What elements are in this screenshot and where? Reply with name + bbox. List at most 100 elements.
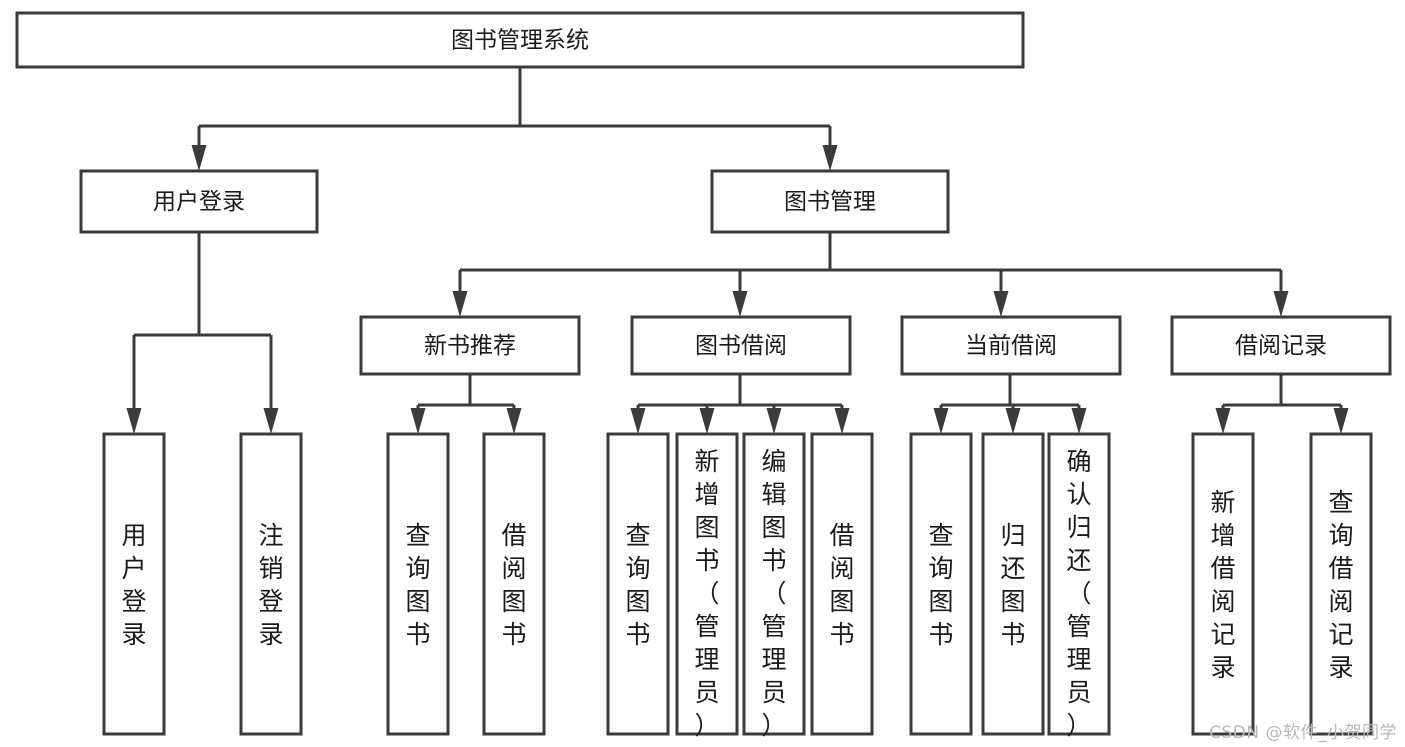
group-1-drop-1-arrowhead: [699, 408, 715, 434]
root-node-0[interactable]: 图书管理系统: [15, 11, 1025, 69]
level2-node-1[interactable]: 图书管理: [710, 169, 950, 234]
level3-node-box[interactable]: [630, 315, 852, 376]
leaf-node-label-char: 归: [1066, 513, 1091, 542]
leaf-node-label-char: 管: [761, 612, 786, 641]
level2-node-label: 用户登录: [153, 189, 245, 215]
level3-node-2[interactable]: 当前借阅: [900, 315, 1122, 376]
leaf-node-box[interactable]: [1047, 432, 1111, 736]
leaf-node-box[interactable]: [810, 432, 874, 736]
leaf-node-label-char: 录: [1328, 653, 1353, 682]
leaf-node-4[interactable]: 查询图书查询图书: [606, 432, 670, 736]
leaf-node-box[interactable]: [1309, 432, 1373, 736]
leaf-node-label-char: 阅: [1328, 587, 1353, 616]
leaf-node-box[interactable]: [909, 432, 973, 736]
leaf-node-box[interactable]: [1191, 432, 1255, 736]
books-drop-1-arrowhead: [732, 291, 748, 317]
level3-node-box[interactable]: [1170, 315, 1392, 376]
books-drop-3-arrowhead: [1273, 291, 1289, 317]
leaf-node-label-char: 借: [1210, 554, 1235, 583]
level3-node-0[interactable]: 新书推荐: [359, 315, 581, 376]
leaf-node-label-char: （: [761, 579, 786, 608]
level3-node-box[interactable]: [359, 315, 581, 376]
leaf-node-box[interactable]: [606, 432, 670, 736]
leaf-node-box[interactable]: [239, 432, 303, 736]
leaf-node-2[interactable]: 查询图书查询图书: [386, 432, 450, 736]
leaf-node-3[interactable]: 借阅图书借阅图书: [482, 432, 546, 736]
leaf-node-label-char: 询: [1328, 521, 1353, 550]
leaf-node-box[interactable]: [482, 432, 546, 736]
leaf-node-label-char: 借: [1328, 554, 1353, 583]
leaf-node-7[interactable]: 借阅图书借阅图书: [810, 432, 874, 736]
leaf-node-label-char: 询: [405, 554, 430, 583]
edges-layer: [126, 67, 1349, 434]
leaf-node-label-char: 询: [928, 554, 953, 583]
login-drop-0-arrowhead: [126, 408, 142, 434]
root-node-label: 图书管理系统: [451, 28, 589, 54]
level2-node-box[interactable]: [79, 169, 319, 234]
level3-node-label: 新书推荐: [424, 333, 516, 359]
leaf-node-box[interactable]: [981, 432, 1045, 736]
leaf-node-label-char: 图: [1000, 587, 1025, 616]
leaf-node-1[interactable]: 注销登录注销登录: [239, 432, 303, 736]
group-3-drop-0-arrowhead: [1215, 408, 1231, 434]
leaf-node-label-char: 图: [761, 513, 786, 542]
leaf-node-label-char: 登: [258, 587, 283, 616]
level3-node-3[interactable]: 借阅记录: [1170, 315, 1392, 376]
leaf-node-box[interactable]: [742, 432, 806, 736]
group-1-drop-0-arrowhead: [630, 408, 646, 434]
group-1-drop-2-arrowhead: [766, 408, 782, 434]
leaf-node-label-char: 确: [1066, 447, 1091, 476]
level3-node-label: 图书借阅: [695, 333, 787, 359]
leaf-node-box[interactable]: [386, 432, 450, 736]
level3-node-box[interactable]: [900, 315, 1122, 376]
leaf-node-label-char: 图: [501, 587, 526, 616]
leaf-node-label-char: 图: [625, 587, 650, 616]
group-2-drop-2-arrowhead: [1071, 408, 1087, 434]
leaf-node-label-char: 书: [501, 620, 526, 649]
leaf-node-label-char: 图: [694, 513, 719, 542]
leaf-node-box[interactable]: [102, 432, 166, 736]
leaf-node-label-char: 录: [121, 620, 146, 649]
level2-node-0[interactable]: 用户登录: [79, 169, 319, 234]
level2-node-label: 图书管理: [784, 189, 876, 215]
leaf-node-9[interactable]: 归还图书归还图书: [981, 432, 1045, 736]
leaf-node-label-char: 书: [694, 546, 719, 575]
leaf-node-11[interactable]: 新增借阅记录新增借阅记录: [1191, 432, 1255, 736]
group-3-drop-1-arrowhead: [1333, 408, 1349, 434]
leaf-node-label-char: 用: [121, 521, 146, 550]
leaf-node-label-char: 阅: [1210, 587, 1235, 616]
leaf-node-label-char: 书: [405, 620, 430, 649]
leaf-node-label-char: 新: [694, 447, 719, 476]
leaf-node-label-char: 查: [928, 521, 953, 550]
leaf-node-label-char: 员: [1066, 678, 1091, 707]
csdn-watermark: CSDN @软件_小贺同学: [1209, 723, 1397, 743]
level3-node-label: 借阅记录: [1235, 333, 1327, 359]
leaf-node-label-char: 还: [1066, 546, 1091, 575]
root-node-box[interactable]: [15, 11, 1025, 69]
leaf-node-label-char: 新: [1210, 488, 1235, 517]
leaf-node-label-char: 查: [405, 521, 430, 550]
leaf-node-8[interactable]: 查询图书查询图书: [909, 432, 973, 736]
leaf-node-label-char: 图: [928, 587, 953, 616]
level2-node-box[interactable]: [710, 169, 950, 234]
leaf-node-label-char: 图: [405, 587, 430, 616]
leaf-node-label-char: ）: [694, 711, 719, 740]
leaf-node-label-char: 登: [121, 587, 146, 616]
leaf-node-label-char: 询: [625, 554, 650, 583]
leaf-node-label-char: 归: [1000, 521, 1025, 550]
leaf-node-label-char: 户: [121, 554, 146, 583]
leaf-node-label-char: 记: [1210, 620, 1235, 649]
leaf-node-box[interactable]: [675, 432, 739, 736]
leaf-node-12[interactable]: 查询借阅记录查询借阅记录: [1309, 432, 1373, 736]
leaf-node-0[interactable]: 用户登录用户登录: [102, 432, 166, 736]
leaf-node-label-char: 图: [829, 587, 854, 616]
leaf-node-label-char: 销: [258, 554, 283, 583]
level3-node-1[interactable]: 图书借阅: [630, 315, 852, 376]
books-drop-0-arrowhead: [452, 291, 468, 317]
level3-node-label: 当前借阅: [965, 333, 1057, 359]
